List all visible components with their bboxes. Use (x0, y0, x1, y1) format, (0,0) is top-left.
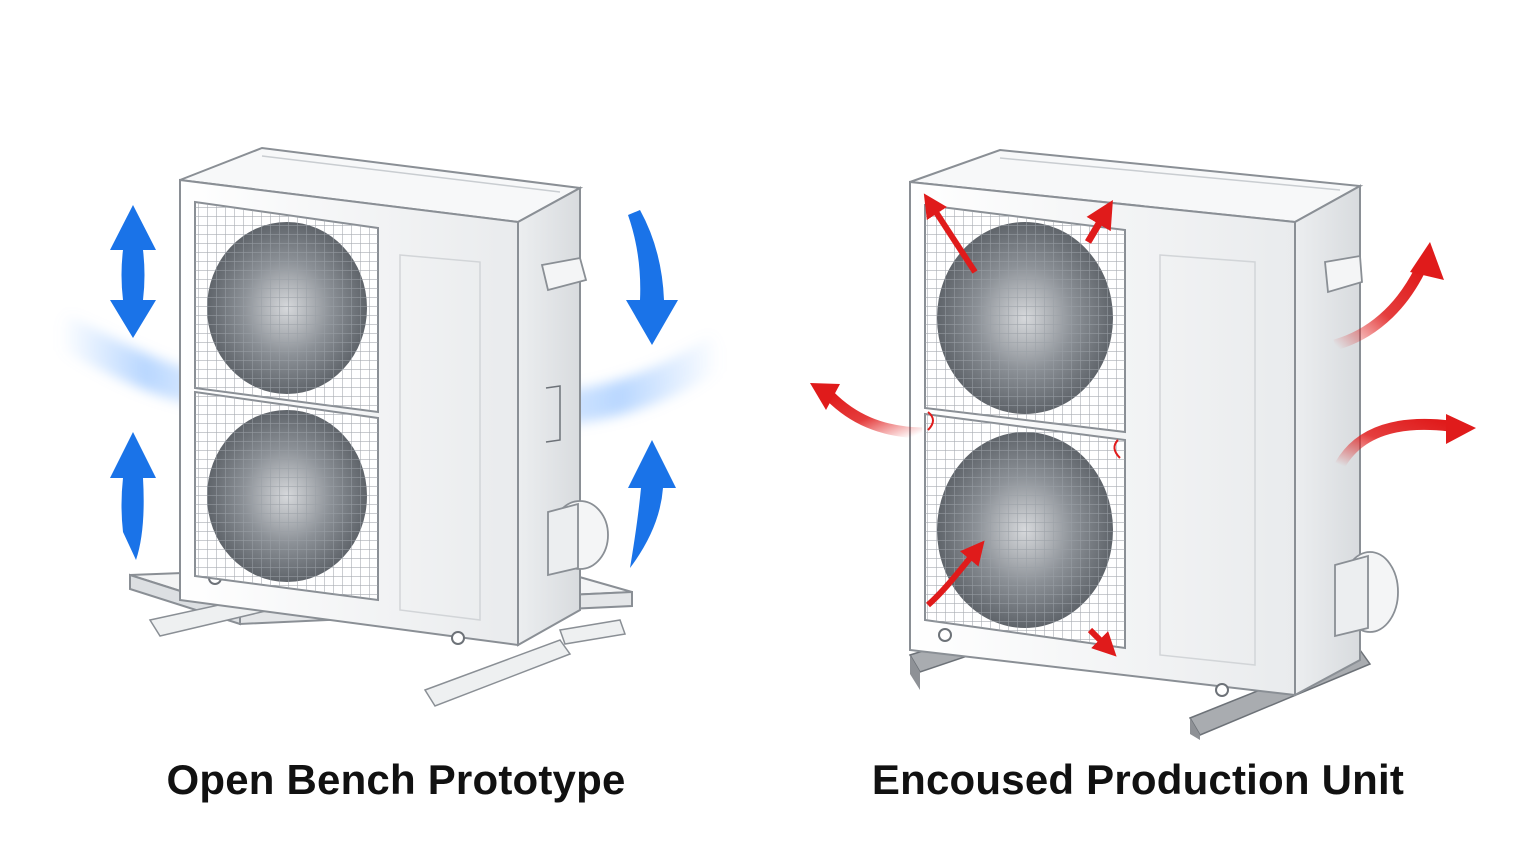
blue-arrow-right-top (626, 210, 678, 345)
left-panel (52, 146, 730, 707)
blue-arrow-right-bottom (628, 440, 676, 568)
fan-grille-icon (924, 203, 1126, 650)
red-arrow-exhaust-upper (1333, 267, 1425, 351)
blue-arrow-left-bottom (110, 432, 156, 560)
airflow-arrow-icon (810, 193, 1476, 657)
red-arrow-exhaust-lower (1335, 418, 1451, 468)
right-panel (810, 148, 1476, 740)
right-caption: Encoused Production Unit (871, 756, 1405, 803)
airflow-arrow-icon (110, 205, 678, 568)
red-arrow-recirculation-lower (926, 540, 985, 608)
red-arrow-recirculation-top-corner (1084, 199, 1113, 244)
left-caption: Open Bench Prototype (166, 756, 626, 803)
blue-arrow-left-top (110, 205, 156, 338)
fan-grille-icon (194, 200, 379, 602)
red-arrow-recirculation-bottom-corner (1087, 627, 1117, 657)
red-arrow-recirculation-top-left (923, 193, 978, 274)
red-arrow-escape-left (826, 392, 923, 439)
